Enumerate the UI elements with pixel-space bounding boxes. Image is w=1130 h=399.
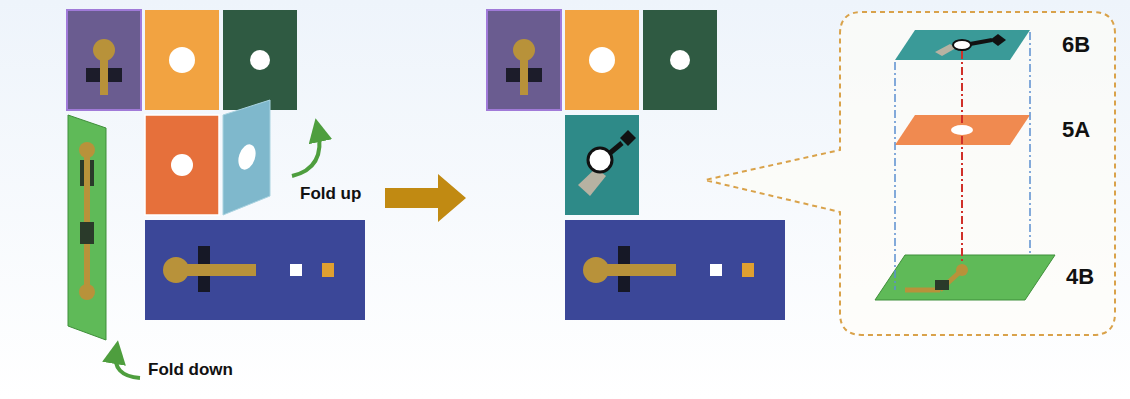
gold-trace	[176, 264, 256, 276]
through-hole	[953, 40, 971, 50]
orange-red-layer	[145, 115, 219, 215]
gold-trace	[100, 55, 108, 95]
fold-up-arrow	[292, 130, 320, 176]
gold-trace	[596, 264, 676, 276]
gold-trace	[905, 288, 940, 293]
white-window	[710, 264, 722, 276]
alignment-line	[1029, 32, 1031, 253]
fold-label: Fold down	[148, 360, 233, 380]
dark-green-layer	[643, 10, 717, 110]
gold-pad	[79, 284, 95, 300]
center-axis	[961, 51, 963, 124]
orange-contact	[742, 263, 754, 277]
layer-4b	[875, 255, 1055, 300]
center-axis	[961, 136, 963, 264]
black-pad	[935, 280, 949, 290]
layer-label: 6B	[1062, 32, 1090, 57]
black-pad	[80, 222, 94, 244]
layer-label: 5A	[1062, 117, 1090, 142]
exploded-callout	[705, 12, 1115, 335]
orange-layer	[565, 10, 639, 110]
through-hole	[235, 142, 258, 172]
orange-layer	[145, 10, 219, 110]
teal-layer	[565, 115, 639, 215]
through-hole	[951, 125, 973, 135]
alignment-line	[894, 62, 896, 290]
black-arm	[970, 40, 992, 44]
gold-trace	[84, 150, 90, 290]
through-hole	[588, 148, 612, 172]
through-hole	[171, 154, 193, 176]
transition-arrow	[385, 174, 466, 222]
black-diamond	[620, 130, 636, 146]
through-hole	[250, 50, 270, 70]
navy-layer	[565, 220, 785, 320]
gold-trace	[520, 55, 528, 95]
unfolded-sheet	[67, 10, 365, 378]
navy-layer	[145, 220, 365, 320]
black-diamond	[990, 34, 1006, 46]
through-hole	[670, 50, 690, 70]
folded-sheet	[487, 10, 785, 320]
fold-up-flap	[223, 100, 270, 215]
dark-green-layer	[223, 10, 297, 110]
orange-contact	[322, 263, 334, 277]
through-hole	[589, 47, 615, 73]
fold-down-arrow	[116, 352, 141, 378]
purple-layer	[67, 10, 141, 110]
callout-outline	[705, 12, 1115, 335]
layer-label: 4B	[1066, 264, 1094, 289]
black-arm	[610, 143, 622, 153]
fold-label: Fold up	[300, 184, 361, 204]
white-window	[290, 264, 302, 276]
purple-layer	[487, 10, 561, 110]
through-hole	[169, 47, 195, 73]
fold-down-strip	[68, 115, 106, 340]
